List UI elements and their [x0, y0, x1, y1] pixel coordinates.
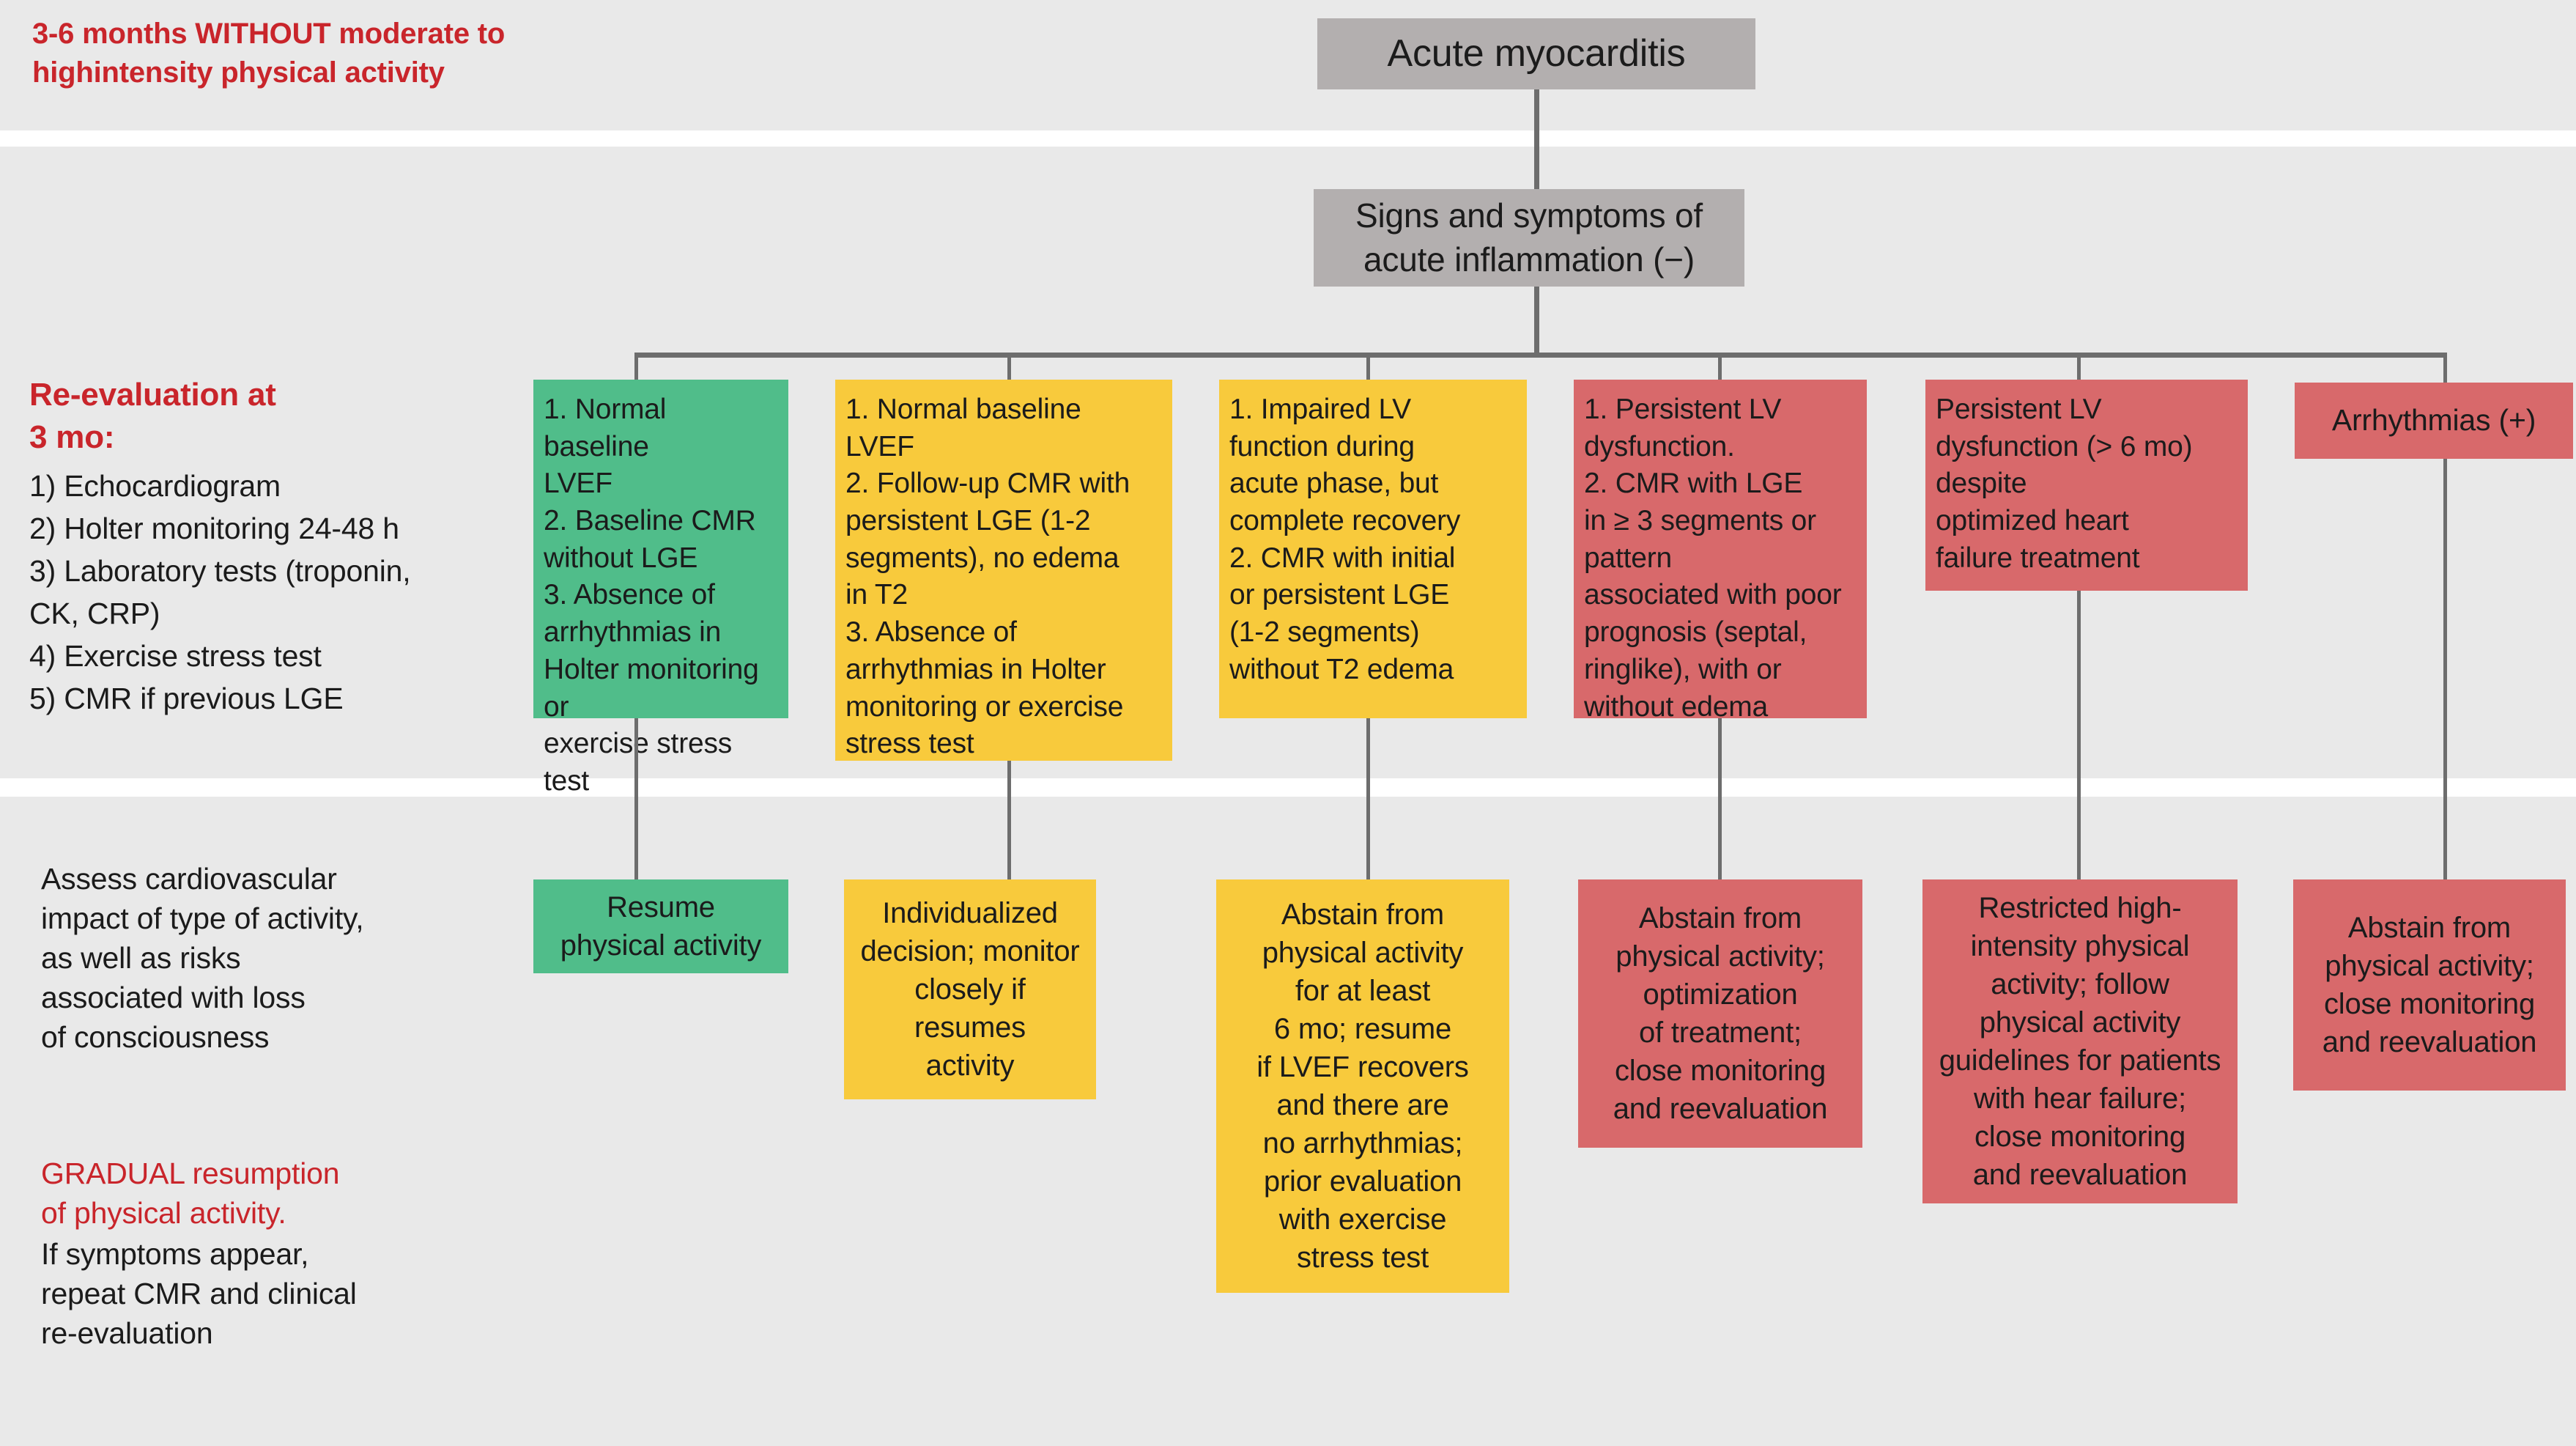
node-outcome-red-1: Abstain from physical activity; optimiza…	[1578, 879, 1862, 1148]
node-criteria-yellow-1-label: 1. Normal baseline LVEF 2. Follow-up CMR…	[845, 394, 1130, 760]
reevaluation-item-3: 3) Laboratory tests (troponin,	[29, 554, 411, 588]
node-outcome-yellow-1: Individualized decision; monitor closely…	[844, 879, 1096, 1099]
connector-drop-1	[634, 353, 638, 400]
connector-horizontal-bus	[636, 353, 2447, 358]
node-criteria-green: 1. Normal baseline LVEF 2. Baseline CMR …	[533, 380, 788, 797]
connector-drop-2	[1007, 353, 1011, 400]
connector-green-to-outcome	[634, 718, 638, 883]
node-criteria-red-2-label: Persistent LV dysfunction (> 6 mo) despi…	[1936, 394, 2193, 574]
connector-signs-to-bus	[1534, 287, 1539, 356]
connector-yellow2-to-outcome	[1366, 718, 1370, 883]
connector-yellow1-to-outcome	[1007, 761, 1011, 883]
reevaluation-item-1: 1) Echocardiogram	[29, 469, 281, 503]
node-signs-and-symptoms: Signs and symptoms of acute inflammation…	[1314, 189, 1744, 287]
connector-drop-5	[2077, 353, 2081, 400]
connector-root-to-signs	[1534, 89, 1539, 192]
reevaluation-item-2: 2) Holter monitoring 24-48 h	[29, 512, 399, 545]
node-criteria-red-2: Persistent LV dysfunction (> 6 mo) despi…	[1925, 380, 2248, 591]
node-criteria-red-1: 1. Persistent LV dysfunction. 2. CMR wit…	[1574, 380, 1867, 723]
node-criteria-green-label: 1. Normal baseline LVEF 2. Baseline CMR …	[544, 394, 759, 797]
node-signs-and-symptoms-label: Signs and symptoms of acute inflammation…	[1355, 196, 1703, 278]
connector-red2-to-outcome	[2077, 591, 2081, 883]
symptoms-reappear-note: If symptoms appear, repeat CMR and clini…	[41, 1237, 357, 1351]
node-criteria-yellow-1: 1. Normal baseline LVEF 2. Follow-up CMR…	[835, 380, 1172, 761]
header-banner-text: 3-6 months WITHOUT moderate to highinten…	[32, 18, 506, 89]
node-criteria-yellow-2-label: 1. Impaired LV function during acute pha…	[1229, 394, 1461, 685]
connector-drop-6	[2443, 353, 2447, 400]
node-criteria-yellow-2: 1. Impaired LV function during acute pha…	[1219, 380, 1527, 718]
reevaluation-item-5: 5) CMR if previous LGE	[29, 682, 344, 715]
node-outcome-red-3: Abstain from physical activity; close mo…	[2293, 879, 2566, 1091]
node-outcome-red-3-label: Abstain from physical activity; close mo…	[2322, 912, 2537, 1058]
node-outcome-red-1-label: Abstain from physical activity; optimiza…	[1613, 902, 1828, 1125]
node-criteria-red-1-label: 1. Persistent LV dysfunction. 2. CMR wit…	[1584, 394, 1842, 723]
connector-drop-3	[1366, 353, 1370, 400]
node-outcome-red-2: Restricted high- intensity physical acti…	[1922, 879, 2238, 1203]
assess-cardiovascular-note: Assess cardiovascular impact of type of …	[41, 862, 364, 1055]
node-acute-myocarditis-label: Acute myocarditis	[1387, 32, 1686, 75]
reevaluation-title: Re-evaluation at 3 mo:	[29, 377, 276, 456]
node-acute-myocarditis: Acute myocarditis	[1317, 18, 1755, 89]
node-criteria-red-3: Arrhythmias (+)	[2295, 383, 2573, 459]
node-outcome-green: Resume physical activity	[533, 879, 788, 973]
gradual-resumption-note: GRADUAL resumption of physical activity.	[41, 1157, 340, 1231]
background-band-top	[0, 0, 2576, 130]
node-outcome-yellow-2: Abstain from physical activity for at le…	[1216, 879, 1509, 1293]
reevaluation-item-3-cont: CK, CRP)	[29, 597, 160, 630]
node-outcome-green-label: Resume physical activity	[560, 891, 762, 962]
node-outcome-yellow-1-label: Individualized decision; monitor closely…	[860, 897, 1080, 1082]
node-criteria-red-3-label: Arrhythmias (+)	[2331, 403, 2536, 438]
node-outcome-red-2-label: Restricted high- intensity physical acti…	[1939, 892, 2221, 1191]
connector-drop-4	[1718, 353, 1722, 400]
connector-red1-to-outcome	[1718, 718, 1722, 883]
connector-red3-to-outcome	[2443, 459, 2447, 883]
reevaluation-item-4: 4) Exercise stress test	[29, 639, 322, 673]
node-outcome-yellow-2-label: Abstain from physical activity for at le…	[1256, 899, 1469, 1274]
